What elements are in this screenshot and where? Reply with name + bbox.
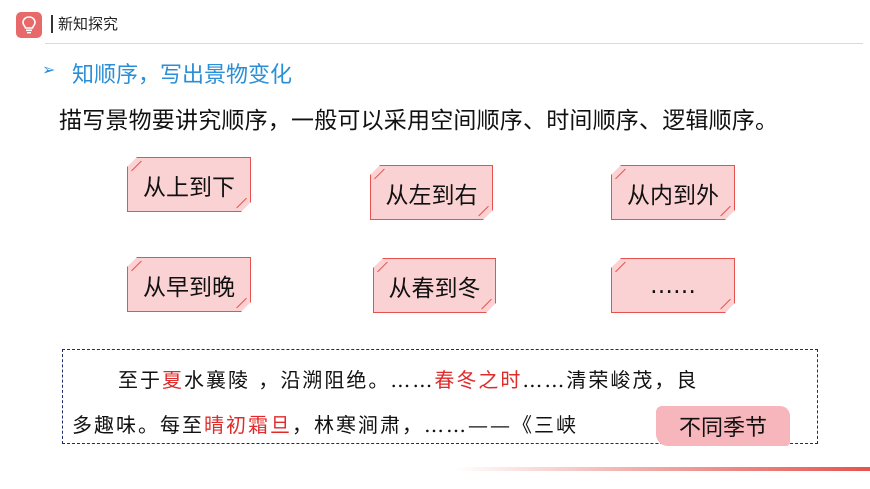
order-card-left-right: 从左到右 (370, 165, 493, 220)
highlight-summer: 夏 (162, 368, 184, 392)
section-title: 知顺序，写出景物变化 (72, 63, 293, 88)
quote-text: ，林寒涧肃，……——《三峡 (292, 413, 578, 437)
highlight-frosty-dawn: 晴初霜旦 (204, 413, 292, 437)
order-card-morning-evening: 从早到晚 (127, 257, 251, 312)
quote-text: 水襄陵 ，沿溯阻绝。…… (184, 368, 435, 392)
order-card-spring-winter: 从春到冬 (373, 258, 496, 313)
season-tag: 不同季节 (656, 406, 790, 446)
order-card-more: …… (611, 258, 735, 313)
decorative-gradient-line (455, 467, 870, 471)
quote-line-2: 多趣味。每至晴初霜旦，林寒涧肃，……——《三峡 (72, 409, 578, 438)
header-rule (45, 43, 863, 44)
order-card-top-bottom: 从上到下 (127, 157, 251, 212)
quote-line-1: 至于夏水襄陵 ，沿溯阻绝。……春冬之时……清荣峻茂，良 (118, 364, 698, 393)
quote-text: 至于 (118, 368, 162, 392)
order-card-inside-outside: 从内到外 (611, 165, 735, 220)
header-divider (51, 15, 53, 33)
arrow-bullet-icon: ➢ (42, 60, 56, 79)
quote-text: 多趣味。每至 (72, 413, 204, 437)
header-title: 新知探究 (58, 15, 119, 33)
lightbulb-icon (16, 12, 42, 38)
intro-text: 描写景物要讲究顺序，一般可以采用空间顺序、时间顺序、逻辑顺序。 (59, 108, 779, 134)
quote-box (62, 349, 818, 444)
highlight-spring-winter: 春冬之时 (434, 368, 523, 392)
quote-text: ……清荣峻茂，良 (522, 368, 699, 392)
